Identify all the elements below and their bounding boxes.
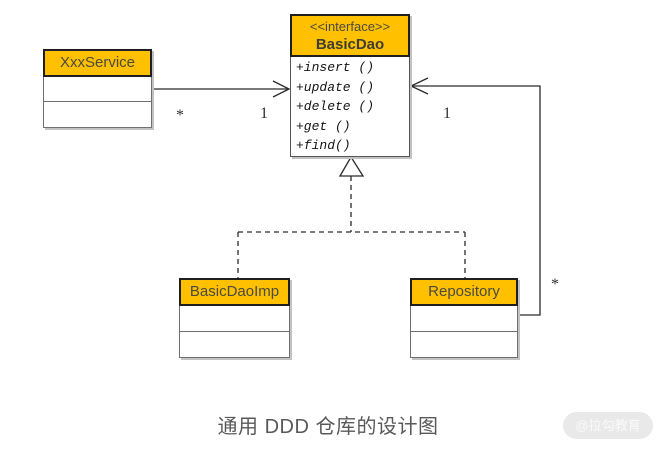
open-arrowhead-right — [272, 80, 291, 98]
operations-compartment — [43, 102, 152, 128]
class-name: BasicDaoImp — [179, 278, 290, 306]
generalization-arrowhead — [338, 155, 365, 177]
class-box-repository: Repository — [410, 278, 518, 358]
class-name: Repository — [410, 278, 518, 306]
multiplicity-label: 1 — [260, 105, 268, 122]
class-box-xxxservice: XxxService — [43, 49, 152, 128]
stereotype-label: <<interface>> — [309, 19, 391, 34]
interface-name: BasicDao — [315, 36, 385, 53]
multiplicity-label: 1 — [443, 105, 451, 122]
attributes-compartment — [43, 77, 152, 102]
association-repository-dao — [409, 77, 541, 316]
method-label: +get () — [296, 118, 351, 134]
class-name: XxxService — [43, 49, 152, 77]
attributes-compartment — [179, 306, 290, 332]
operations-compartment: +insert () +update () +delete () +get ()… — [290, 57, 410, 157]
association-service-dao — [152, 80, 291, 98]
attributes-compartment — [410, 306, 518, 332]
open-arrowhead-left — [409, 77, 429, 95]
multiplicity-label: * — [176, 107, 184, 124]
method-label: +find() — [296, 138, 351, 154]
diagram-caption: 通用 DDD 仓库的设计图 — [217, 416, 439, 438]
watermark-badge: @拉勾教育 — [563, 412, 653, 439]
class-box-basicdaoimp: BasicDaoImp — [179, 278, 290, 358]
interface-header: <<interface>> BasicDao — [290, 14, 410, 57]
method-label: +delete () — [296, 99, 375, 115]
method-label: +update () — [296, 79, 375, 95]
method-label: +insert () — [296, 60, 375, 75]
operations-compartment — [179, 332, 290, 358]
interface-box-basicdao: <<interface>> BasicDao +insert () +updat… — [290, 14, 410, 157]
operations-compartment — [410, 332, 518, 358]
realization-dashed-links — [237, 155, 466, 278]
multiplicity-label: * — [551, 276, 559, 293]
